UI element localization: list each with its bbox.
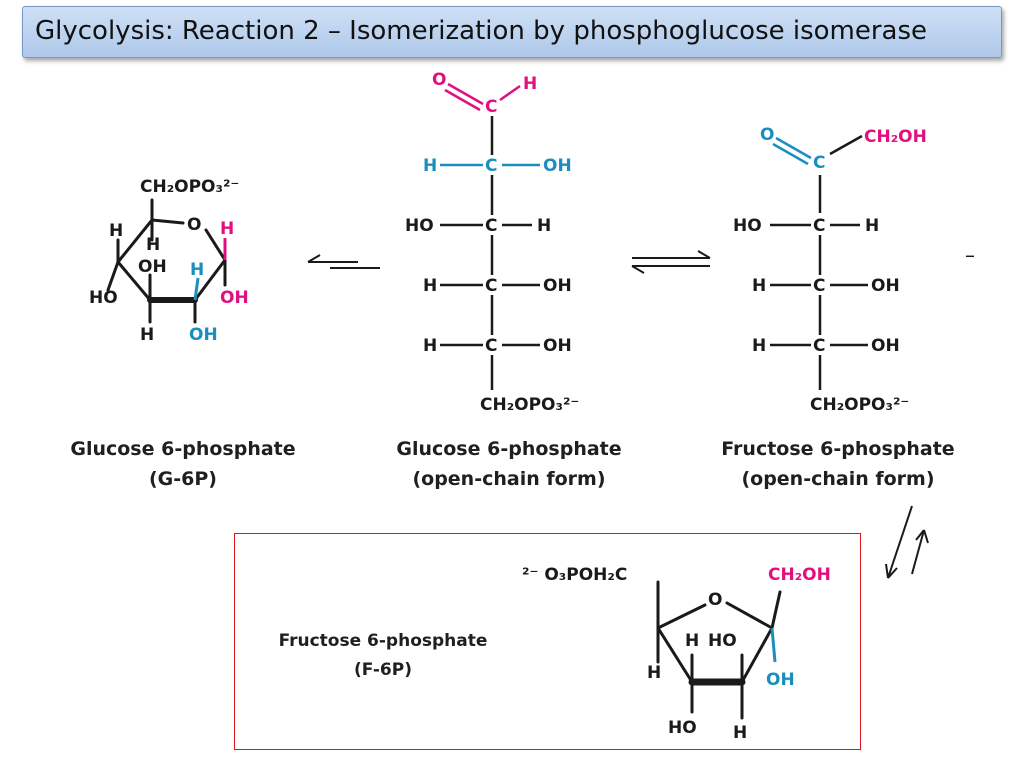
g6p-ring-caption: Glucose 6-phosphate (G-6P) [38, 434, 328, 494]
g6p-open-c3: C [485, 216, 497, 236]
g6p-open-right-4: OH [543, 336, 572, 356]
g6p-ring-h3: H [140, 325, 154, 345]
f6p-open-right-1: H [865, 216, 879, 236]
f6p-highlight-box [234, 533, 861, 750]
fructose-6-phosphate-ring: ²⁻ O₃POH₂C CH₂OH O H H HO H HO OH [522, 565, 831, 743]
f6p-open-c2: C [813, 216, 825, 236]
f6p-ring-ho-mid: HO [708, 631, 737, 651]
g6p-ring-h-blue: H [190, 260, 204, 280]
f6p-open-ch2oh: CH₂OH [864, 127, 927, 147]
f6p-ring-right-sub: CH₂OH [768, 565, 831, 585]
f6p-open-caption: Fructose 6-phosphate (open-chain form) [690, 434, 986, 494]
f6p-open-left-1: HO [733, 216, 762, 236]
f6p-open-left-3: H [752, 336, 766, 356]
f6p-ring-caption: Fructose 6-phosphate (F-6P) [258, 627, 508, 685]
g6p-ring-h1: H [109, 221, 123, 241]
equilibrium-arrow-2 [631, 250, 711, 274]
f6p-open-c4: C [813, 336, 825, 356]
f6p-ring-h-bottom-1: H [733, 723, 747, 743]
title-box: Glycolysis: Reaction 2 – Isomerization b… [22, 6, 1002, 58]
f6p-ring-ho-bottom: HO [668, 718, 697, 738]
g6p-ring-oh1: OH [138, 257, 167, 277]
f6p-ring-h-mid: H [685, 631, 699, 651]
f6p-open-right-3: OH [871, 336, 900, 356]
g6p-ring-oh-blue: OH [189, 325, 218, 345]
g6p-open-right-2: H [537, 216, 551, 236]
f6p-open-right-2: OH [871, 276, 900, 296]
f6p-open-c3: C [813, 276, 825, 296]
equilibrium-arrow-3 [885, 505, 929, 579]
g6p-ring-caption-line1: Glucose 6-phosphate [70, 438, 296, 460]
g6p-open-right-1: OH [543, 156, 572, 176]
f6p-open-caption-line1: Fructose 6-phosphate [721, 438, 955, 460]
g6p-ring-h2: H [146, 235, 160, 255]
g6p-open-c2: C [485, 156, 497, 176]
f6p-ring-left-sub: ²⁻ O₃POH₂C [522, 565, 627, 585]
glucose-6-phosphate-open-chain: O H C C C C C H OH [405, 70, 579, 415]
g6p-ring-ch2opo3: CH₂OPO₃²⁻ [140, 177, 239, 197]
g6p-open-caption-line2: (open-chain form) [412, 468, 606, 490]
fructose-6-phosphate-open-chain: O C CH₂OH C C C HO H H OH H OH CH₂OPO₃²⁻ [733, 125, 927, 415]
f6p-open-o: O [760, 125, 774, 145]
g6p-ring-o: O [187, 215, 201, 235]
glucose-6-phosphate-ring: CH₂OPO₃²⁻ O H H OH H HO H OH H [89, 177, 249, 345]
f6p-open-bottom: CH₂OPO₃²⁻ [810, 395, 909, 415]
g6p-open-bottom: CH₂OPO₃²⁻ [480, 395, 579, 415]
f6p-ring-h-left: H [647, 663, 661, 683]
g6p-open-right-3: OH [543, 276, 572, 296]
slide-title: Glycolysis: Reaction 2 – Isomerization b… [35, 16, 928, 46]
f6p-open-caption-line2: (open-chain form) [741, 468, 935, 490]
f6p-ring-o: O [708, 590, 722, 610]
g6p-ring-caption-line2: (G-6P) [149, 468, 217, 490]
g6p-open-c1: C [485, 97, 497, 117]
f6p-ring-caption-line2: (F-6P) [354, 660, 412, 680]
g6p-open-left-1: H [423, 156, 437, 176]
g6p-open-left-3: H [423, 276, 437, 296]
g6p-open-caption-line1: Glucose 6-phosphate [396, 438, 622, 460]
g6p-open-caption: Glucose 6-phosphate (open-chain form) [362, 434, 656, 494]
g6p-ring-oh-magenta: OH [220, 288, 249, 308]
g6p-open-h: H [523, 74, 537, 94]
g6p-open-c4: C [485, 276, 497, 296]
g6p-open-c5: C [485, 336, 497, 356]
stray-dash: – [965, 243, 975, 267]
equilibrium-arrow-1 [307, 254, 380, 269]
g6p-ring-ho: HO [89, 288, 118, 308]
g6p-open-left-4: H [423, 336, 437, 356]
f6p-open-left-2: H [752, 276, 766, 296]
f6p-ring-caption-line1: Fructose 6-phosphate [278, 631, 488, 651]
g6p-ring-h-magenta: H [220, 219, 234, 239]
g6p-open-left-2: HO [405, 216, 434, 236]
g6p-open-o: O [432, 70, 446, 90]
f6p-open-c1: C [813, 153, 825, 173]
f6p-ring-oh-blue: OH [766, 670, 795, 690]
